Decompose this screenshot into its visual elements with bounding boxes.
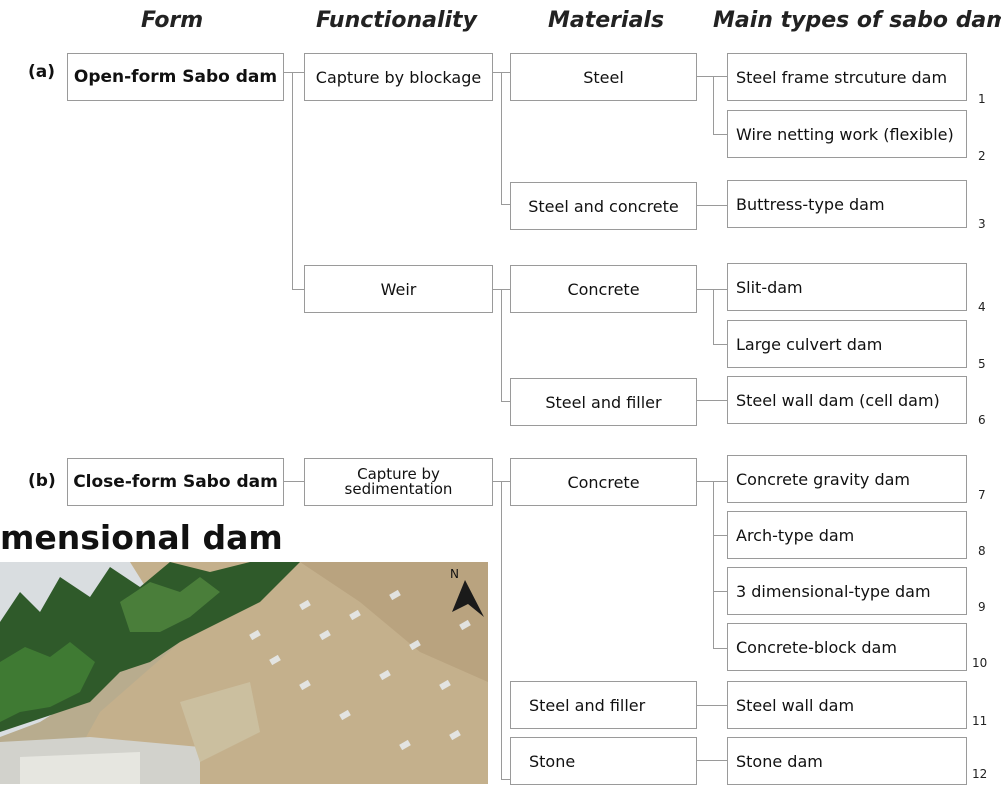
connector <box>713 344 727 345</box>
type-steel-wall: Steel wall dam <box>727 681 967 729</box>
header-functionality: Functionality <box>316 8 477 33</box>
connector <box>697 400 727 401</box>
dam-photo-image: N <box>0 562 488 784</box>
type-number: 3 <box>978 217 986 231</box>
connector <box>284 481 304 482</box>
type-number: 5 <box>978 357 986 371</box>
connector <box>697 705 727 706</box>
form-close-sabo-dam: Close-form Sabo dam <box>67 458 284 506</box>
type-number: 12 <box>972 767 988 781</box>
type-number: 7 <box>978 488 986 502</box>
connector <box>713 134 727 135</box>
type-steel-frame: Steel frame strcuture dam <box>727 53 967 101</box>
header-form: Form <box>141 8 204 33</box>
connector <box>284 72 304 73</box>
connector <box>697 481 727 482</box>
connector <box>697 760 727 761</box>
connector <box>501 204 510 205</box>
functionality-line2: sedimentation <box>344 480 453 498</box>
form-open-sabo-dam: Open-form Sabo dam <box>67 53 284 101</box>
type-slit-dam: Slit-dam <box>727 263 967 311</box>
type-number: 10 <box>972 656 988 670</box>
connector <box>501 289 502 402</box>
header-main-types: Main types of sabo dam <box>713 8 1001 33</box>
material-steel-and-filler-b: Steel and filler <box>510 681 697 729</box>
connector <box>713 289 714 345</box>
type-buttress: Buttress-type dam <box>727 180 967 228</box>
type-number: 11 <box>972 714 988 728</box>
type-concrete-block: Concrete-block dam <box>727 623 967 671</box>
material-concrete: Concrete <box>510 265 697 313</box>
type-number: 1 <box>978 92 986 106</box>
connector <box>501 481 502 780</box>
material-stone: Stone <box>510 737 697 785</box>
connector <box>501 401 510 402</box>
material-steel: Steel <box>510 53 697 101</box>
material-steel-and-concrete: Steel and concrete <box>510 182 697 230</box>
material-concrete-b: Concrete <box>510 458 697 506</box>
section-a-label: (a) <box>28 62 56 82</box>
connector <box>292 72 293 290</box>
connector <box>713 481 714 649</box>
type-steel-wall-cell: Steel wall dam (cell dam) <box>727 376 967 424</box>
type-number: 2 <box>978 149 986 163</box>
connector <box>501 72 502 205</box>
material-steel-and-filler: Steel and filler <box>510 378 697 426</box>
north-label: N <box>450 567 459 581</box>
functionality-capture-blockage: Capture by blockage <box>304 53 493 101</box>
type-3-dimensional: 3 dimensional-type dam <box>727 567 967 615</box>
functionality-capture-sedimentation: Capture by sedimentation <box>304 458 493 506</box>
functionality-line1: Capture by <box>357 465 440 483</box>
connector <box>713 535 727 536</box>
type-number: 6 <box>978 413 986 427</box>
dam-photo: N <box>0 562 488 784</box>
connector <box>713 648 727 649</box>
header-materials: Materials <box>548 8 665 33</box>
connector <box>713 76 714 135</box>
connector <box>697 76 727 77</box>
section-b-label: (b) <box>28 471 56 491</box>
connector <box>697 205 727 206</box>
connector <box>713 591 727 592</box>
type-large-culvert: Large culvert dam <box>727 320 967 368</box>
type-stone-dam: Stone dam <box>727 737 967 785</box>
type-arch: Arch-type dam <box>727 511 967 559</box>
photo-title: mensional dam <box>0 518 283 557</box>
connector <box>697 289 727 290</box>
type-concrete-gravity: Concrete gravity dam <box>727 455 967 503</box>
connector <box>501 779 510 780</box>
type-wire-netting: Wire netting work (flexible) <box>727 110 967 158</box>
functionality-weir: Weir <box>304 265 493 313</box>
type-number: 8 <box>978 544 986 558</box>
type-number: 4 <box>978 300 986 314</box>
connector <box>292 289 304 290</box>
type-number: 9 <box>978 600 986 614</box>
